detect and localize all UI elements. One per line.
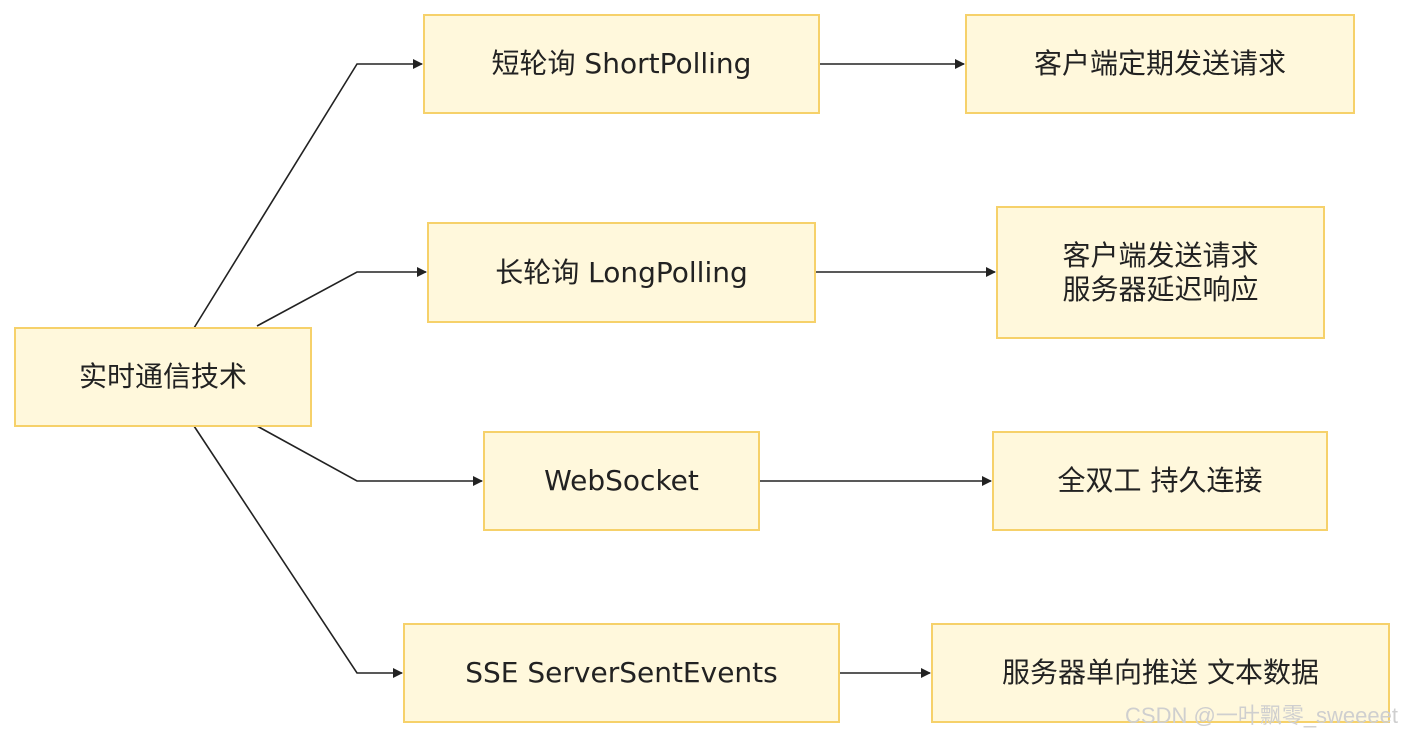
longpolling-detail-node: 客户端发送请求 服务器延迟响应	[996, 206, 1325, 339]
websocket-node: WebSocket	[483, 431, 760, 531]
sse-node: SSE ServerSentEvents	[403, 623, 840, 723]
shortpolling-node-label: 短轮询 ShortPolling	[491, 47, 752, 80]
websocket-detail-text: 全双工 持久连接	[1057, 464, 1263, 497]
root-node: 实时通信技术	[14, 327, 312, 427]
websocket-detail-node: 全双工 持久连接	[992, 431, 1328, 531]
longpolling-node: 长轮询 LongPolling	[427, 222, 816, 323]
edge-root-to-longpolling	[256, 267, 427, 327]
root-node-label: 实时通信技术	[78, 360, 247, 393]
sse-detail-text: 服务器单向推送 文本数据	[1002, 656, 1319, 689]
longpolling-node-label: 长轮询 LongPolling	[495, 255, 748, 289]
sse-detail-node: 服务器单向推送 文本数据	[931, 623, 1390, 723]
shortpolling-detail-node: 客户端定期发送请求	[965, 14, 1355, 114]
websocket-node-label: WebSocket	[544, 464, 699, 497]
edge-root-to-sse	[193, 425, 403, 678]
shortpolling-detail-text: 客户端定期发送请求	[1033, 47, 1286, 80]
longpolling-detail-line-2: 服务器延迟响应	[1062, 272, 1259, 306]
longpolling-detail-line-1: 客户端发送请求	[1062, 238, 1259, 272]
watermark: CSDN @一叶飘零_sweeeet	[1125, 703, 1398, 728]
edge-root-to-shortpolling	[193, 59, 423, 329]
edge-root-to-websocket	[256, 425, 483, 486]
sse-node-label: SSE ServerSentEvents	[465, 656, 778, 689]
shortpolling-node: 短轮询 ShortPolling	[423, 14, 820, 114]
